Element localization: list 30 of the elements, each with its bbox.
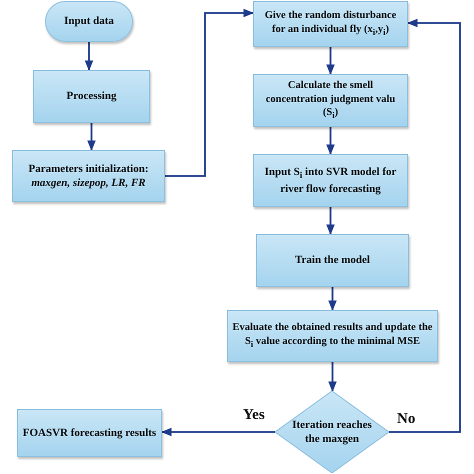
process-box	[17, 409, 162, 457]
arrow	[160, 428, 275, 436]
arrow	[87, 123, 96, 152]
node-text: Train the model	[294, 253, 371, 268]
node-text: FOASVR forecasting results	[22, 426, 158, 440]
node-text: Iteration reaches the maxgen	[291, 418, 373, 446]
decision-diamond	[275, 391, 389, 473]
node-text: Input data	[63, 14, 115, 29]
arrow	[328, 287, 337, 312]
arrow	[389, 18, 461, 433]
arrow	[165, 8, 254, 177]
node-text: Evaluate the obtained results and update the S$_{i}$ value according to the minimal MSE	[232, 321, 434, 351]
arrow	[326, 47, 335, 76]
terminal-pill	[45, 1, 133, 42]
process-box	[256, 234, 409, 287]
arrow	[326, 127, 335, 156]
arrow	[326, 207, 335, 236]
process-box	[253, 74, 408, 127]
process-box	[227, 310, 438, 362]
process-box	[253, 154, 408, 207]
node-text: Input S$_{i}$ into SVR model for river flow forecasting	[264, 164, 398, 196]
process-box	[12, 150, 165, 202]
node-text: Processing	[66, 89, 118, 104]
arrow	[328, 362, 337, 392]
node-text: Calculate the smell concentration judgment valu (S$_{i}$)	[264, 79, 396, 122]
arrow	[84, 42, 94, 72]
node-text: Give the random disturbance for an individual fly (x$_{i}$,y$_{i}$)	[264, 9, 398, 39]
process-box	[33, 70, 150, 123]
process-box	[253, 1, 408, 47]
node-text: Parameters initialization: maxgen, sizepop, LR, FR	[27, 162, 150, 190]
